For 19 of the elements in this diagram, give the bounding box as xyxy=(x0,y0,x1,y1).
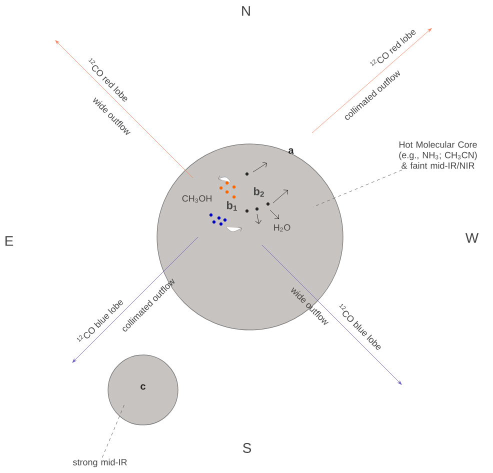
source-label: b$_{1}$ xyxy=(226,201,238,211)
outflow-arrow xyxy=(312,28,432,134)
compass-label: N xyxy=(242,6,250,16)
outflow-arrow xyxy=(55,40,194,178)
outflow-arrow xyxy=(262,244,402,385)
annotation-text: strong mid-IR xyxy=(73,458,127,468)
leader-line xyxy=(312,170,402,208)
compass-label: E xyxy=(5,236,14,246)
source-label: a xyxy=(288,148,294,154)
leader-line xyxy=(102,402,126,458)
compass-label: W xyxy=(465,233,479,243)
molecule-label: CH$_{3}$OH xyxy=(182,195,212,203)
compass-label: S xyxy=(242,443,252,453)
source-label: c xyxy=(140,384,146,390)
edge-label: $^{12}$CO red lobe xyxy=(370,30,416,66)
source-label: b$_{2}$ xyxy=(254,187,264,197)
molecule-label: H$_{2}$O xyxy=(274,224,290,232)
annotation-text: Hot Molecular Core (e.g., NH$_{3}$; CH$_{3}$CN) & faint mid-IR/NIR xyxy=(399,141,477,169)
outflow-arrow xyxy=(72,236,198,363)
